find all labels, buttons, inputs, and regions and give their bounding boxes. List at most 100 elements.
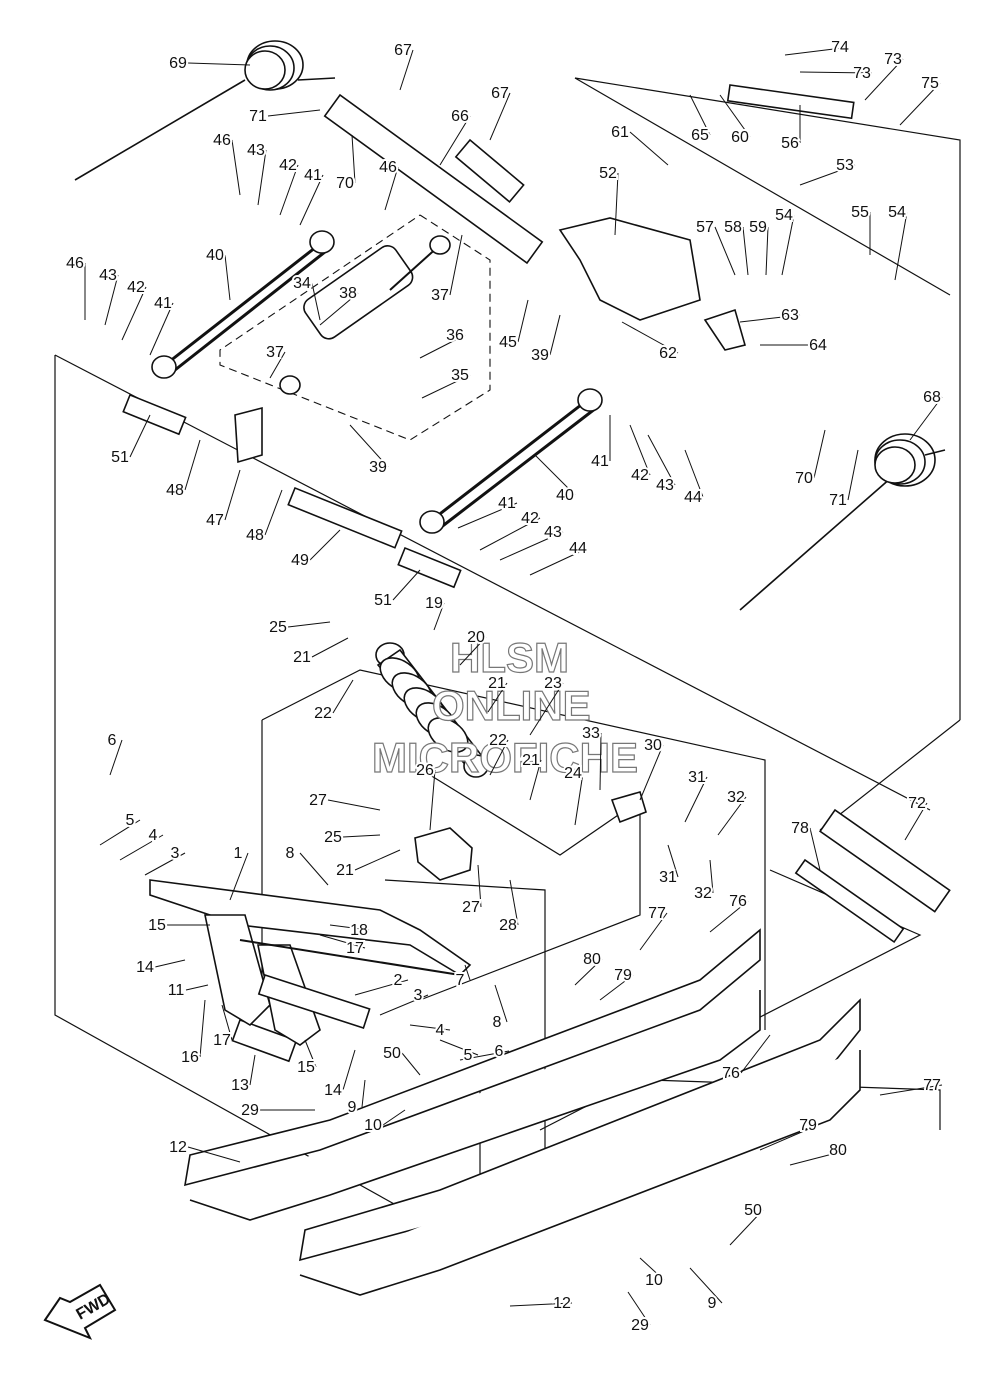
callout-label: 46 [213,132,231,149]
callout-label: 1 [234,845,243,862]
leader-line [342,1049,356,1091]
leader-line [740,1034,771,1074]
leader-line [392,569,421,601]
leader-line [429,769,436,831]
watermark: HLSM ONLINE MICROFICHE [371,633,638,781]
torsion-spring-left [74,40,336,181]
callout-label: 14 [324,1082,342,1099]
watermark-line-2: ONLINE [432,682,591,729]
callout-label: 9 [348,1099,357,1116]
callout-label: 43 [544,524,562,541]
leader-line [459,636,487,666]
callout-label: 2 [394,972,403,989]
callout-label: 67 [394,42,412,59]
shafts [122,84,951,1063]
callout-label: 32 [727,789,745,806]
leader-line [144,852,186,876]
callout-label: 65 [691,127,709,144]
leader-line [614,172,619,236]
callout-label: 73 [853,65,871,82]
leader-line [329,924,370,931]
leader-line [742,226,749,276]
callout-label: 53 [836,157,854,174]
callout-label: 54 [888,204,906,221]
callout-label: 71 [249,108,267,125]
leader-line [489,739,509,776]
callout-label: 11 [168,982,185,999]
callout-label: 22 [489,732,507,749]
leader-line [299,174,324,226]
callout-label: 34 [293,275,311,292]
callout-label: 6 [108,732,117,749]
callout-label: 48 [246,527,264,544]
leader-line [187,62,251,66]
leader-line [639,1257,665,1281]
leader-line [309,529,341,561]
leader-line [349,424,389,468]
callout-label: 25 [324,829,342,846]
dashed-shock-group [219,214,491,441]
leader-line [104,274,119,326]
callout-label: 48 [166,482,184,499]
leader-line [765,226,769,276]
callout-label: 76 [729,893,747,910]
leader-line [433,602,445,631]
leader-line [499,531,564,561]
leader-line [419,334,466,359]
leader-line [184,439,201,491]
callout-label: 10 [645,1272,663,1289]
callout-label: 51 [111,449,129,466]
leader-line [599,974,634,1001]
callout-label: 27 [309,792,327,809]
leader-line [517,299,529,343]
leader-line [629,424,651,476]
leader-line [249,1054,256,1086]
callout-label: 42 [631,467,649,484]
leader-line [479,517,541,551]
leader-line [379,994,429,1016]
callout-label: 62 [659,345,677,362]
callout-label: 20 [467,629,485,646]
leader-line [354,849,401,871]
callout-label: 68 [923,389,941,406]
leader-line [684,449,704,498]
leader-line [784,46,851,56]
leader-line [759,1124,819,1151]
front-arm-assembly [149,879,472,1046]
leader-line [714,226,736,276]
callout-label: 46 [66,255,84,272]
callout-label: 75 [921,75,939,92]
leader-line [384,166,399,211]
callout-label: 3 [414,987,423,1004]
callout-label: 70 [336,175,354,192]
leader-line [529,547,589,576]
callout-label: 74 [831,39,849,56]
leader-line [799,71,873,74]
leader-line [529,682,564,736]
callout-label: 12 [169,1139,187,1156]
callout-label: 13 [231,1077,249,1094]
callout-label: 69 [169,55,187,72]
leader-line [459,1050,510,1061]
leader-line [809,827,821,871]
callout-label: 43 [99,267,117,284]
callout-label: 70 [795,470,813,487]
leader-line [549,314,561,356]
callout-label: 36 [446,327,464,344]
callout-label: 61 [611,124,629,141]
leader-line [332,679,354,714]
callout-label: 40 [206,247,224,264]
callout-label: 38 [339,285,357,302]
callout-label: 80 [829,1142,847,1159]
torsion-spring-right [739,433,946,611]
callout-label: 44 [569,540,587,557]
callout-label: 50 [744,1202,762,1219]
leader-line [909,396,943,441]
callout-label: 60 [731,129,749,146]
leader-line [185,984,209,991]
leader-line [99,819,141,846]
leader-line [149,302,174,356]
callout-label: 72 [908,795,926,812]
leader-line [647,434,676,486]
